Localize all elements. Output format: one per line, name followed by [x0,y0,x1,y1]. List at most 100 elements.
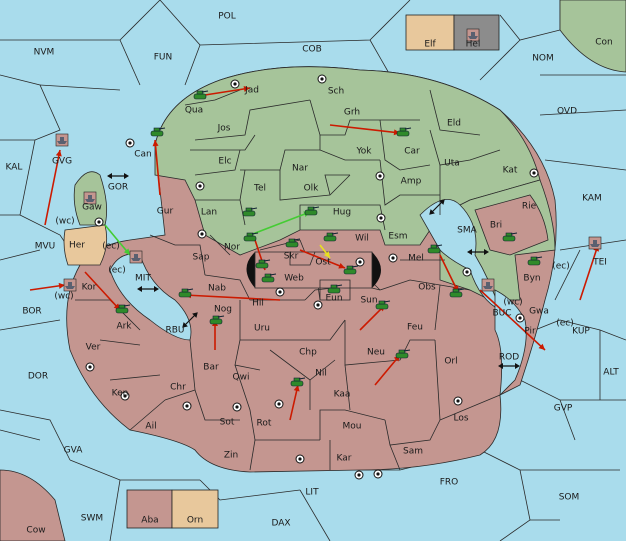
province-label-jos: Jos [217,124,231,134]
tank-icon[interactable] [343,265,359,275]
impassable-left [246,252,255,288]
offmap-label-orn: Orn [187,516,203,526]
supply-centers [85,74,539,480]
province-web[interactable] [254,251,373,289]
tank-icon[interactable] [323,232,339,242]
tank-icon[interactable] [285,238,301,248]
tank-icon[interactable] [150,127,166,137]
ship-icon[interactable] [83,191,97,205]
arrow-head [55,150,62,157]
province-label-lit: LIT [305,488,319,498]
province-label-dax: DAX [271,519,290,529]
province-label-kor: Kor [82,283,97,293]
order-arrow [104,224,131,256]
tank-icon[interactable] [193,90,209,100]
supply-center-icon [232,402,242,412]
province-label-rie: Rie [522,202,537,212]
ship-icon[interactable] [55,133,69,147]
province-label-ail: Ail [145,422,156,432]
province-label-sap: Sap [193,253,210,263]
offmap-box-orn[interactable] [171,489,219,529]
tank-icon[interactable] [427,244,443,254]
province-label-nor: Nor [224,243,240,253]
tank-icon[interactable] [115,304,131,314]
ship-icon[interactable] [481,278,495,292]
ship-icon[interactable] [63,278,77,292]
order-arrow [329,124,401,134]
supply-center-icon [529,168,539,178]
province-label-sun: Sun [360,296,377,306]
province-label-gwa: Gwa [529,307,549,317]
order-arrow [204,87,251,96]
province-label-esm: Esm [388,232,407,242]
order-arrow [579,244,599,301]
province-label-rbu: RBU [165,326,184,336]
supply-center-icon [230,79,240,89]
sea-mit [109,253,192,341]
order-arrow [374,354,401,386]
province-label-wc1: (wc) [55,217,74,227]
province-label-nab: Nab [208,284,226,294]
province-label-olk: Olk [304,184,320,194]
offmap-label-aba: Aba [141,516,158,526]
double-arrow-icon [467,249,489,255]
province-label-can: Can [134,150,152,160]
province-label-byn: Byn [523,274,540,284]
tank-icon[interactable] [396,127,412,137]
double-arrow-icon [107,173,129,179]
tank-icon[interactable] [502,232,518,242]
province-label-orl: Orl [444,357,457,367]
province-label-swm: SWM [81,514,103,524]
supply-center-icon [197,229,207,239]
province-label-yok: Yok [355,147,372,157]
province-label-ec1: (ec) [102,242,120,252]
tank-icon[interactable] [255,259,271,269]
province-label-rod: ROD [499,353,519,363]
tank-icon[interactable] [527,256,543,266]
province-label-pir: Pir [524,327,536,337]
tank-icon[interactable] [304,206,320,216]
province-label-car: Car [404,147,420,157]
province-label-kup: KUP [572,327,590,337]
province-label-uta: Uta [444,159,460,169]
order-arrow [184,294,281,301]
arrow-head [243,85,250,92]
tank-icon[interactable] [209,315,225,325]
tank-icon[interactable] [243,232,259,242]
supply-center-icon [120,391,130,401]
province-her[interactable] [63,224,108,266]
tank-icon[interactable] [290,377,306,387]
province-label-wc2: (wc) [54,292,73,302]
province-label-chp: Chp [299,348,317,358]
tank-icon[interactable] [375,300,391,310]
province-label-ken: Ken [112,389,129,399]
tank-icon[interactable] [449,288,465,298]
supply-center-icon [182,401,192,411]
province-label-nog: Nog [214,305,232,315]
ship-icon[interactable] [129,250,143,264]
ship-icon[interactable] [466,28,480,42]
tank-icon[interactable] [327,284,343,294]
province-label-feu: Feu [407,323,423,333]
province-label-eld: Eld [447,119,461,129]
province-con-area[interactable] [559,0,626,73]
supply-center-icon [274,399,284,409]
province-label-her: Her [69,241,85,251]
province-cow-area[interactable] [0,469,66,541]
tank-icon[interactable] [178,288,194,298]
province-label-mel: Mel [408,254,424,264]
province-label-mvu: MVU [35,242,56,252]
province-label-ec3: (ec) [108,266,126,276]
province-label-obs: Obs [418,283,436,293]
province-label-kam: KAM [582,194,602,204]
province-label-nvm: NVM [34,48,55,58]
province-label-gor: GOR [108,183,128,193]
tank-icon[interactable] [395,349,411,359]
arrow-head [293,385,300,392]
ship-icon[interactable] [588,236,602,250]
province-label-hil: Hil [252,299,264,309]
province-label-gvg: GVG [52,157,72,167]
tank-icon[interactable] [261,273,277,283]
tank-icon[interactable] [242,207,258,217]
